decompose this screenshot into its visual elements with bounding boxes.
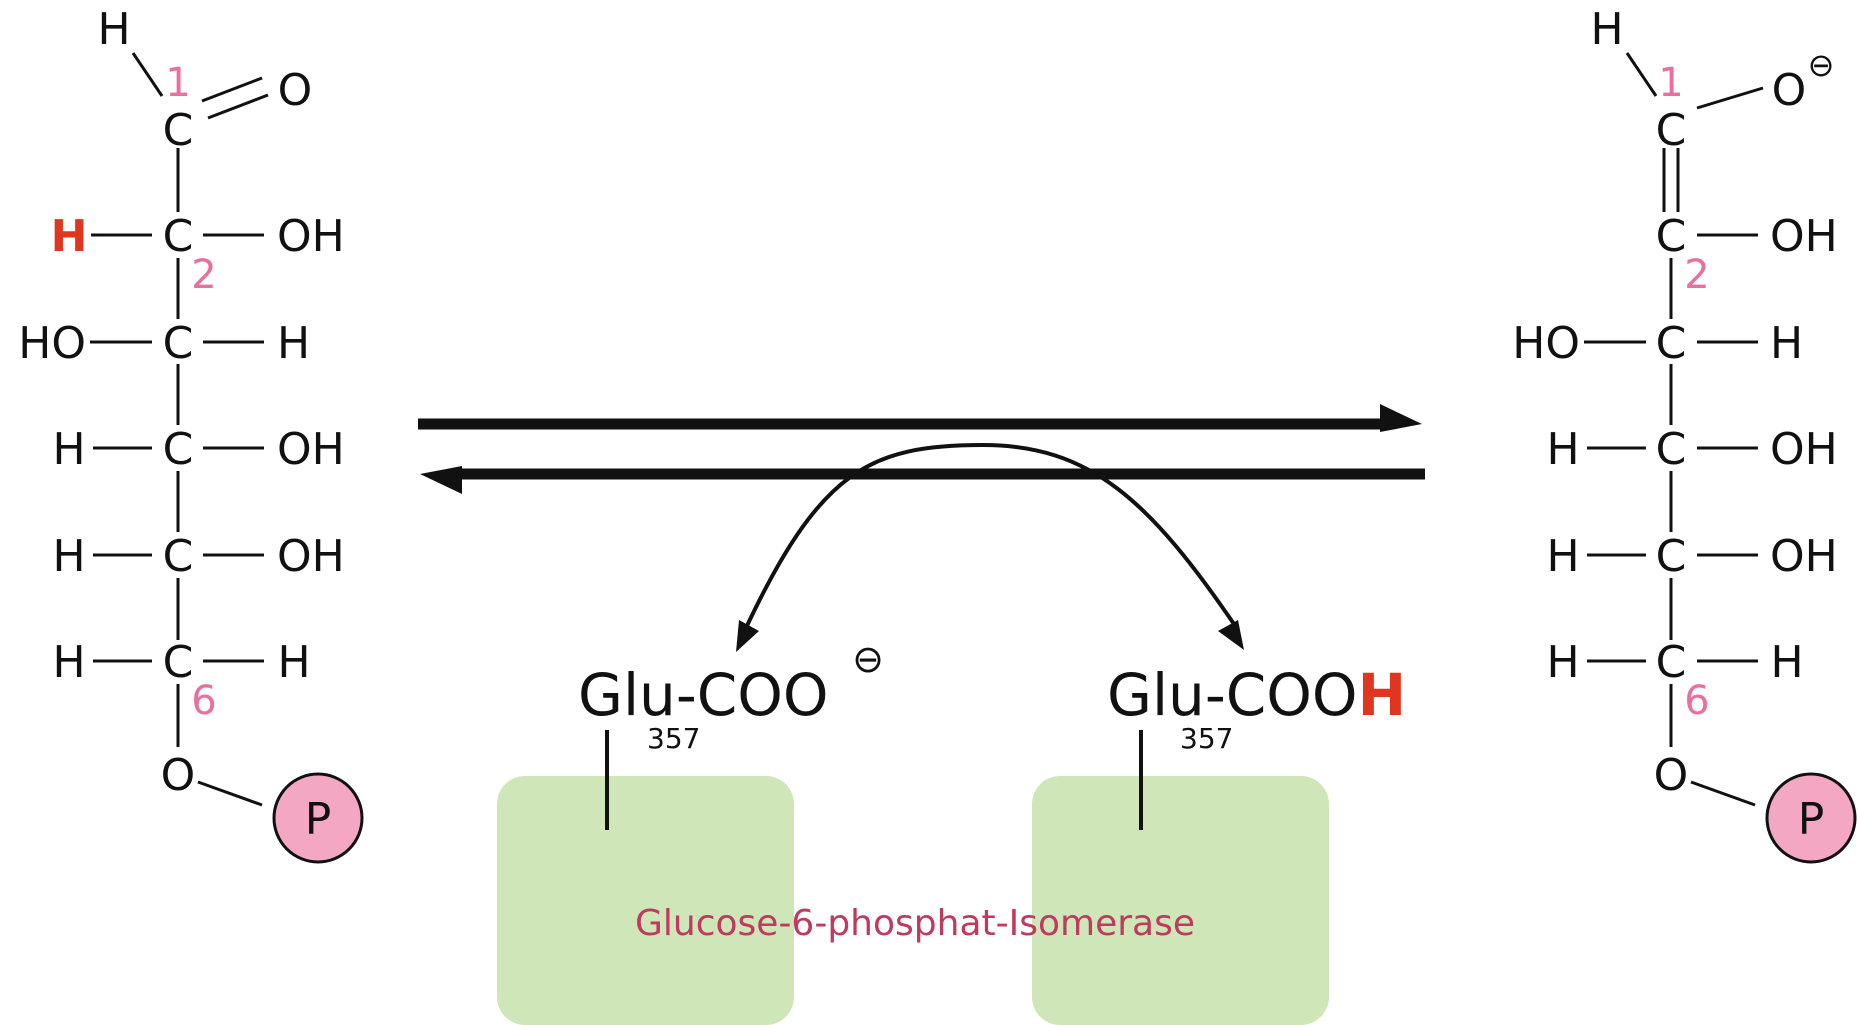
left-ester-oxygen: O xyxy=(161,750,196,801)
right-c3-hydroxyl: HO xyxy=(1512,318,1580,369)
enzyme-block-left xyxy=(497,776,794,1025)
right-c1-hydrogen: H xyxy=(1590,4,1623,55)
right-c6-number: 6 xyxy=(1684,678,1709,724)
forward-arrow-head-icon xyxy=(1380,404,1422,432)
left-c3-hydroxyl: HO xyxy=(18,318,86,369)
glu-right-label: Glu-COOH xyxy=(1107,661,1406,729)
right-c6-hydrogen-right: H xyxy=(1770,637,1803,688)
right-c5-carbon: C xyxy=(1656,531,1687,582)
left-c1-number: 1 xyxy=(165,60,190,106)
proton-transfer-right-head-icon xyxy=(1218,620,1244,650)
right-c5-hydrogen: H xyxy=(1546,531,1579,582)
left-c3-carbon: C xyxy=(163,318,194,369)
enzyme-block-right xyxy=(1032,776,1329,1025)
left-c6-carbon: C xyxy=(163,637,194,688)
proton-transfer-left-head-icon xyxy=(736,620,759,652)
right-molecule-bonds xyxy=(1584,52,1764,807)
glu-right-transferred-hydrogen: H xyxy=(1358,661,1407,729)
right-c2-carbon: C xyxy=(1656,211,1687,262)
reverse-arrow-head-icon xyxy=(420,466,462,494)
left-c6-hydrogen-right: H xyxy=(277,637,310,688)
left-molecule-bonds xyxy=(90,52,269,807)
proton-transfer-arrow xyxy=(736,442,1244,652)
right-c3-carbon: C xyxy=(1656,318,1687,369)
glu-residue-right: Glu-COOH 357 xyxy=(1107,661,1406,830)
right-phosphate-label: P xyxy=(1798,794,1825,845)
right-c4-carbon: C xyxy=(1656,424,1687,475)
right-c5-hydroxyl: OH xyxy=(1770,531,1838,582)
left-c3-hydrogen: H xyxy=(277,318,310,369)
right-c1-carbon: C xyxy=(1656,105,1687,156)
left-molecule: H 1 O C H C OH 2 HO C H H C OH H C OH H … xyxy=(18,4,364,864)
left-c6-number: 6 xyxy=(191,678,216,724)
right-c1-number: 1 xyxy=(1658,60,1683,106)
left-c2-transferred-hydrogen: H xyxy=(51,211,88,262)
left-c4-carbon: C xyxy=(163,424,194,475)
right-c2-hydroxyl: OH xyxy=(1770,211,1838,262)
left-c1-oxygen: O xyxy=(278,65,313,116)
glu-left-charge-icon: ⊖ xyxy=(852,637,884,681)
enzyme-name-label: Glucose-6-phosphat-Isomerase xyxy=(635,903,1195,944)
right-phosphate-circle xyxy=(1765,772,1857,864)
left-c4-hydrogen: H xyxy=(52,424,85,475)
glu-right-subscript: 357 xyxy=(1180,722,1233,755)
left-c1-carbon: C xyxy=(163,105,194,156)
left-c5-carbon: C xyxy=(163,531,194,582)
right-c4-hydrogen: H xyxy=(1546,424,1579,475)
glu-residue-left: Glu-COO ⊖ 357 xyxy=(578,637,884,830)
right-c3-hydrogen: H xyxy=(1770,318,1803,369)
right-molecule: H 1 O ⊖ C C OH 2 HO C H H C OH H C OH H … xyxy=(1512,4,1857,864)
left-c4-hydroxyl: OH xyxy=(277,424,345,475)
left-c2-hydroxyl: OH xyxy=(277,211,345,262)
right-ester-oxygen: O xyxy=(1654,750,1689,801)
right-c2-number: 2 xyxy=(1684,252,1709,298)
left-c2-number: 2 xyxy=(191,252,216,298)
glu-left-label: Glu-COO xyxy=(578,661,829,729)
left-c2-carbon: C xyxy=(163,211,194,262)
glu-right-main: Glu-COO xyxy=(1107,661,1358,729)
left-phosphate-circle xyxy=(272,772,364,864)
right-c1-charge-icon: ⊖ xyxy=(1808,46,1835,84)
right-c1-oxygen: O xyxy=(1772,65,1807,116)
left-c1-hydrogen: H xyxy=(97,4,130,55)
right-c6-carbon: C xyxy=(1656,637,1687,688)
proton-transfer-curve xyxy=(743,442,1240,632)
right-c6-hydrogen-left: H xyxy=(1546,637,1579,688)
right-c4-hydroxyl: OH xyxy=(1770,424,1838,475)
equilibrium-arrows xyxy=(418,404,1425,494)
left-c5-hydrogen: H xyxy=(52,531,85,582)
left-c6-hydrogen-left: H xyxy=(52,637,85,688)
left-c5-hydroxyl: OH xyxy=(277,531,345,582)
left-phosphate-label: P xyxy=(305,794,332,845)
glu-left-subscript: 357 xyxy=(647,722,700,755)
